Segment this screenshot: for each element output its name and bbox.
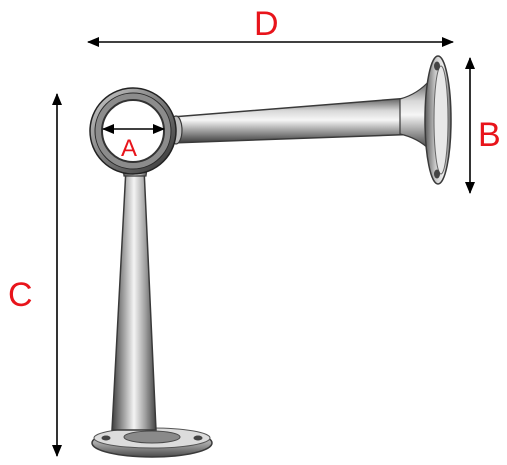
horizontal-arm: [171, 96, 423, 144]
handrail-bracket-icon: [89, 55, 452, 458]
base-plate: [91, 427, 213, 458]
dimension-label-c: C: [8, 276, 33, 314]
wall-flange: [424, 55, 452, 185]
dimension-label-b: B: [478, 116, 501, 154]
vertical-post: [111, 167, 157, 431]
dimension-label-d: D: [254, 5, 279, 43]
dimension-label-a: A: [121, 135, 137, 162]
